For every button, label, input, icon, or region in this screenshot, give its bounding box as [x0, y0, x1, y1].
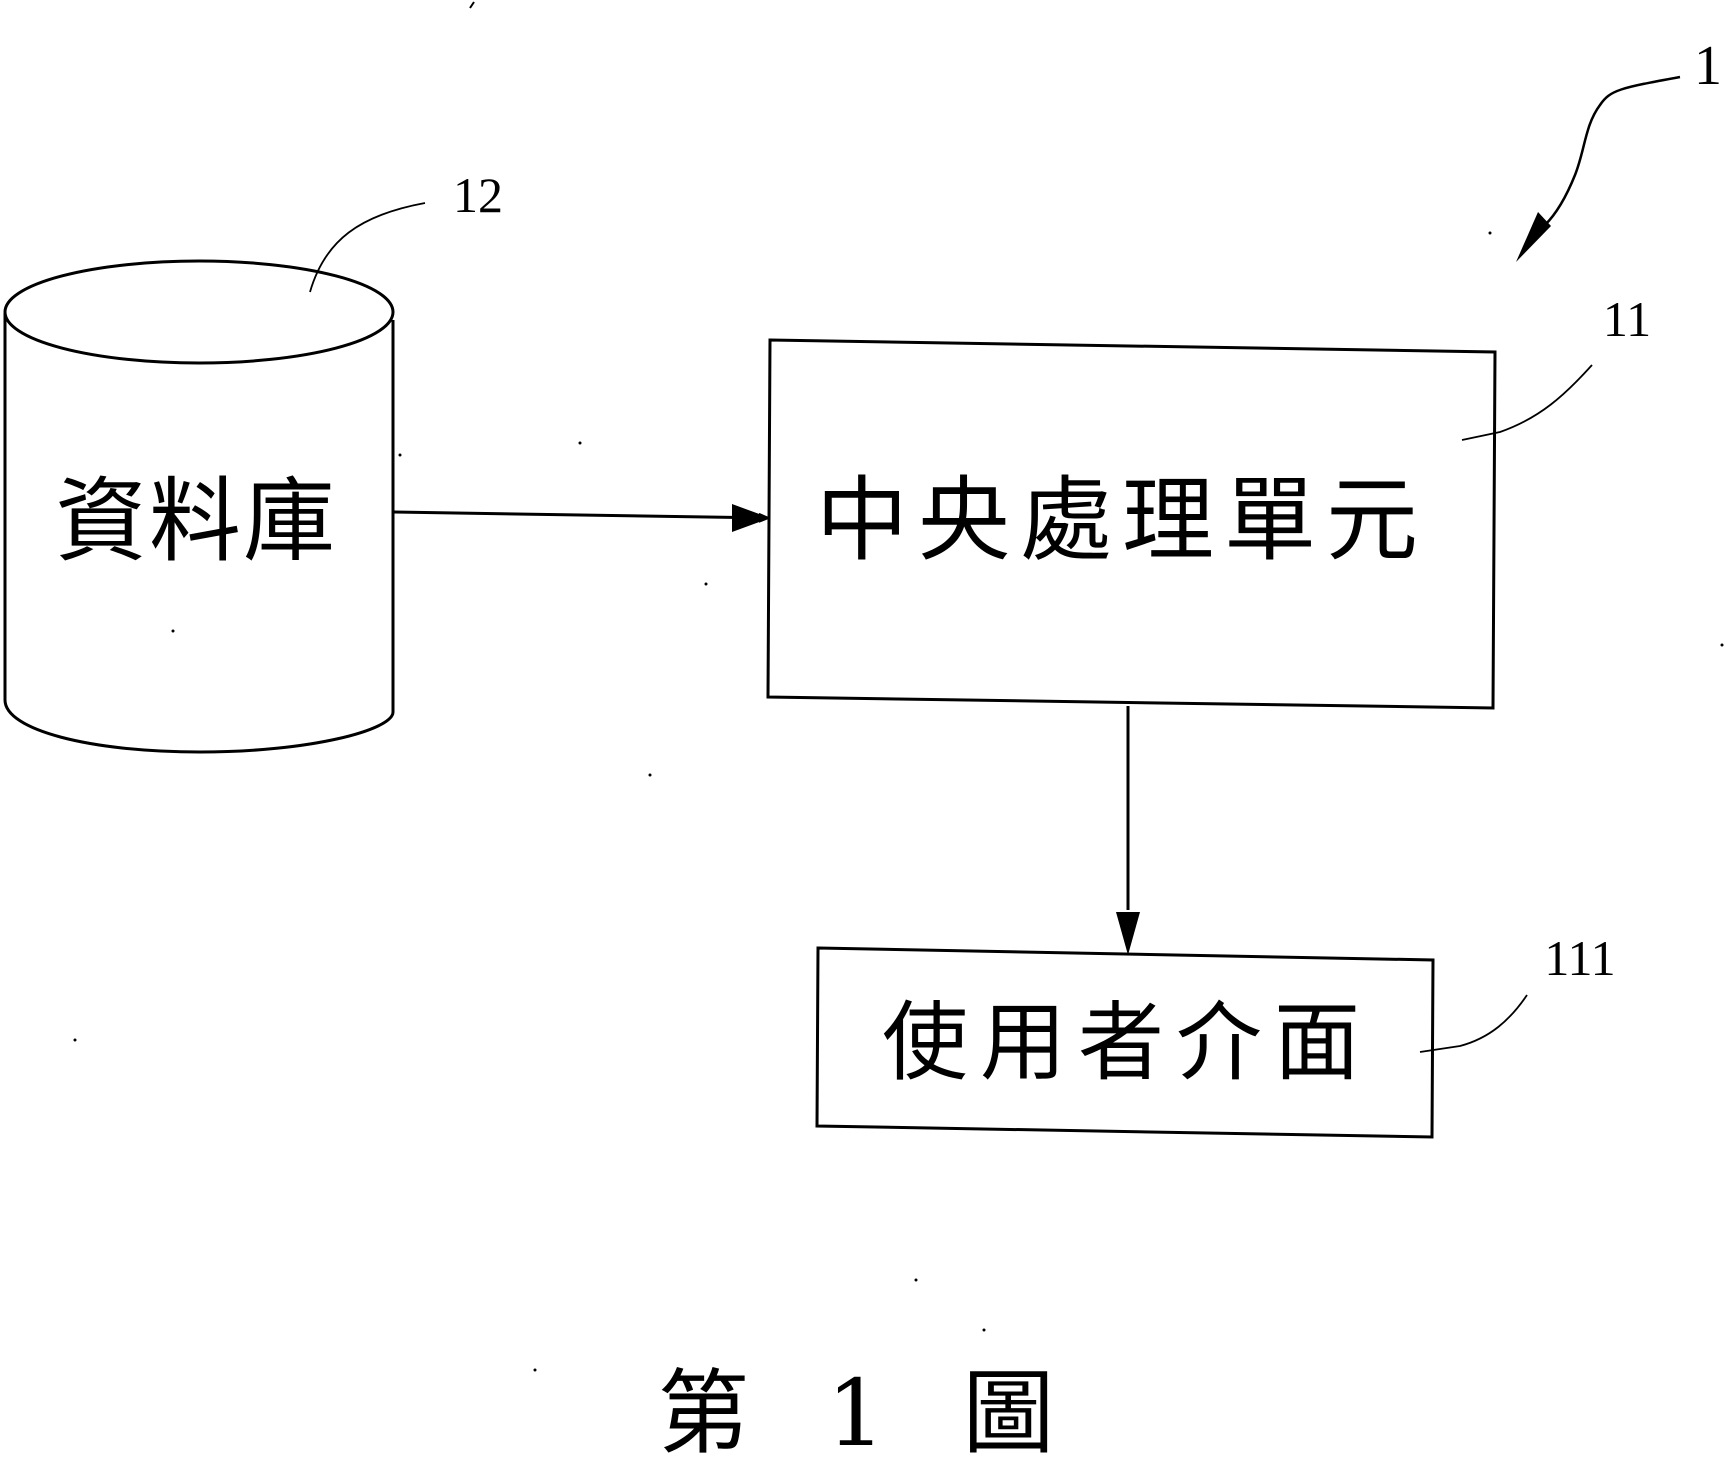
database-ref-label: 12: [453, 167, 503, 223]
database-label: 資料庫: [55, 468, 337, 575]
scan-dots: [73, 231, 1724, 1372]
cpu-node: 中央處理單元 11: [766, 291, 1651, 710]
cpu-label: 中央處理單元: [816, 467, 1428, 574]
cpu-leader-line: [1461, 364, 1593, 441]
database-leader-line: [309, 202, 426, 293]
system-ref-label: 1: [1694, 35, 1722, 97]
cpu-ref-label: 11: [1603, 291, 1651, 347]
system-arrowhead-icon: [1516, 212, 1551, 262]
figure-caption: 第 1 圖: [657, 1360, 1078, 1461]
system-reference: 1: [1516, 35, 1722, 262]
user-interface-node: 使用者介面 111: [815, 930, 1616, 1139]
ui-leader-line: [1419, 994, 1528, 1053]
database-node: 資料庫 12: [3, 167, 503, 754]
ui-label: 使用者介面: [882, 993, 1372, 1093]
arrowhead-icon: [1116, 912, 1140, 955]
edge-database-to-cpu: [393, 510, 771, 523]
cpu-box: [766, 338, 1497, 710]
cylinder-body: [3, 313, 395, 754]
arrowhead-icon: [732, 504, 770, 532]
ui-box: [815, 946, 1435, 1139]
ui-ref-label: 111: [1544, 930, 1615, 986]
scan-mark: [469, 1, 475, 9]
system-leader-line: [1544, 75, 1681, 226]
cylinder-top: [3, 259, 395, 365]
